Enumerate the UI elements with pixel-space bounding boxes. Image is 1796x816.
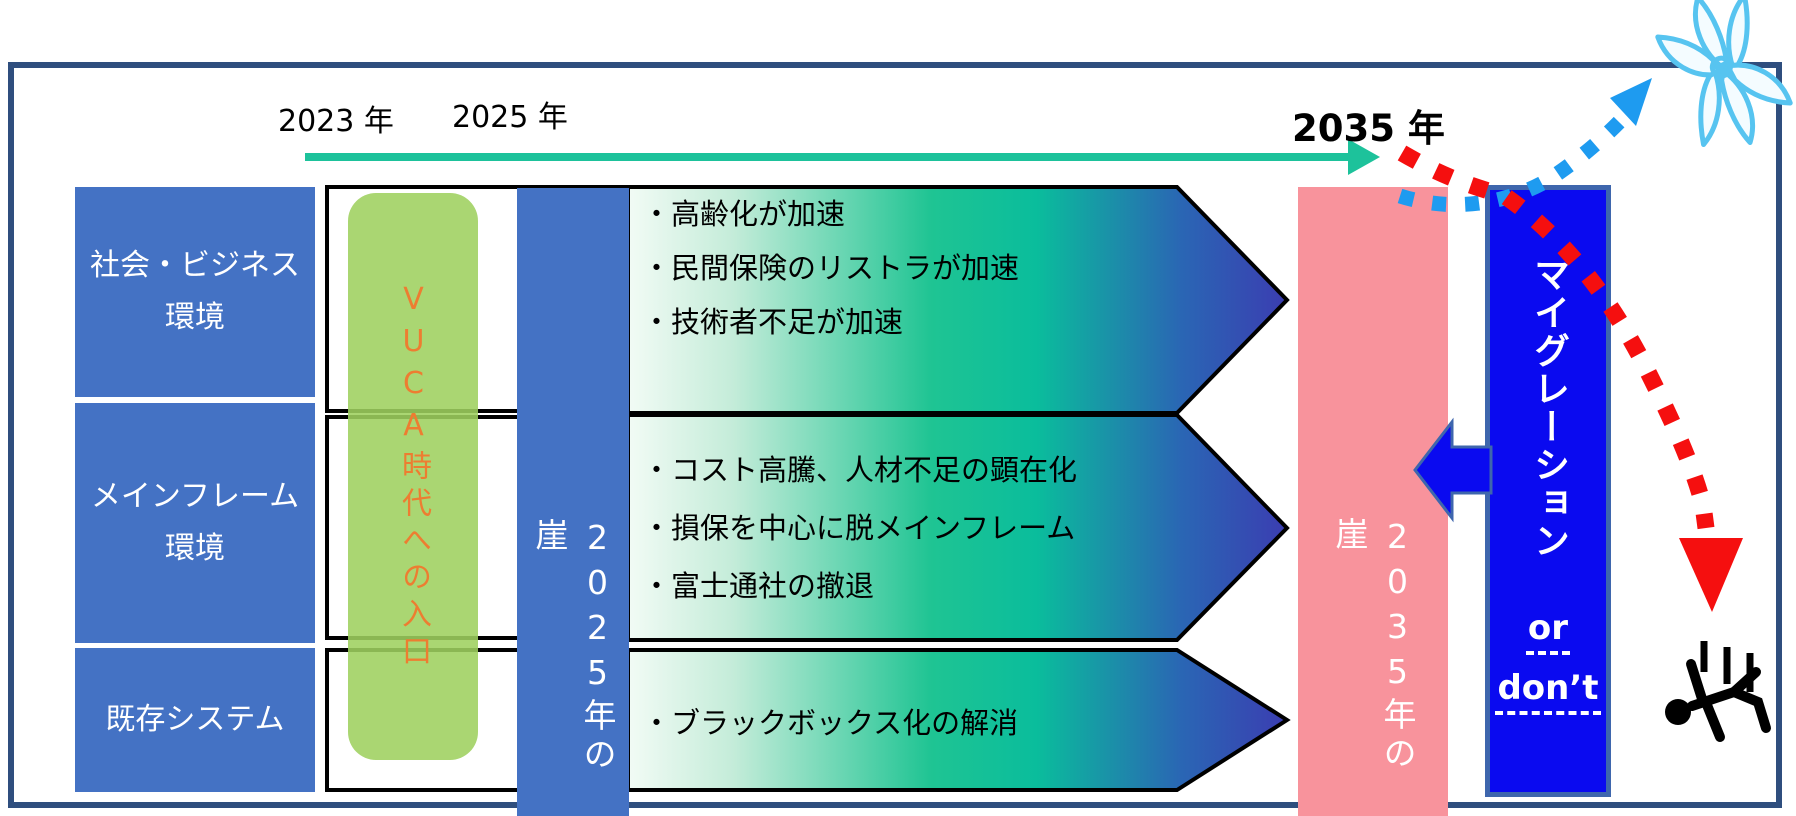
bullet-item: ・コスト高騰、人材不足の顕在化 bbox=[642, 453, 1078, 487]
bullet-item: ・民間保険のリストラが加速 bbox=[642, 251, 1020, 285]
bullet-list-mainframe: ・コスト高騰、人材不足の顕在化 ・損保を中心に脱メインフレーム ・富士通社の撤退 bbox=[642, 452, 1077, 604]
bullet-item: ・損保を中心に脱メインフレーム bbox=[642, 511, 1076, 545]
bullet-item: ・技術者不足が加速 bbox=[642, 305, 904, 339]
year-2025-label: 2025 年 bbox=[452, 100, 568, 135]
vuca-label: VUCA時代への入口 bbox=[396, 281, 431, 672]
bullet-item: ・ブラックボックス化の解消 bbox=[642, 706, 1019, 740]
sidebar-row-mainframe: メインフレーム 環境 bbox=[75, 403, 315, 643]
cliff-2025-label: 2025年の崖 bbox=[530, 518, 617, 776]
migration-or-label: or bbox=[1525, 608, 1571, 655]
bullet-item: ・富士通社の撤退 bbox=[642, 569, 875, 603]
cliff-2035-bar: 2035年の崖 bbox=[1298, 187, 1448, 816]
migration-dont-label: don’t bbox=[1495, 668, 1601, 715]
bullet-list-social: ・高齢化が加速 ・民間保険のリストラが加速 ・技術者不足が加速 bbox=[642, 196, 1019, 340]
cliff-2025-bar: 2025年の崖 bbox=[517, 188, 629, 816]
sidebar-row-legacy: 既存システム bbox=[75, 648, 315, 792]
sidebar-row-mainframe-label: メインフレーム 環境 bbox=[90, 478, 300, 567]
bullet-item: ・高齢化が加速 bbox=[642, 197, 846, 231]
bullet-list-legacy: ・ブラックボックス化の解消 bbox=[642, 705, 1018, 741]
vuca-pill: VUCA時代への入口 bbox=[348, 193, 478, 760]
outer-frame bbox=[8, 62, 1782, 808]
sidebar-row-social: 社会・ビジネス 環境 bbox=[75, 187, 315, 397]
cliff-2035-label: 2035年の崖 bbox=[1330, 517, 1417, 775]
migration-label: マイグレーション bbox=[1528, 256, 1569, 560]
sidebar-row-social-label: 社会・ビジネス 環境 bbox=[90, 247, 300, 336]
year-2035-label: 2035 年 bbox=[1292, 107, 1445, 150]
sidebar-row-legacy-label: 既存システム bbox=[105, 701, 285, 737]
migration-bar: マイグレーション or don’t bbox=[1485, 185, 1611, 797]
year-2023-label: 2023 年 bbox=[278, 104, 394, 139]
